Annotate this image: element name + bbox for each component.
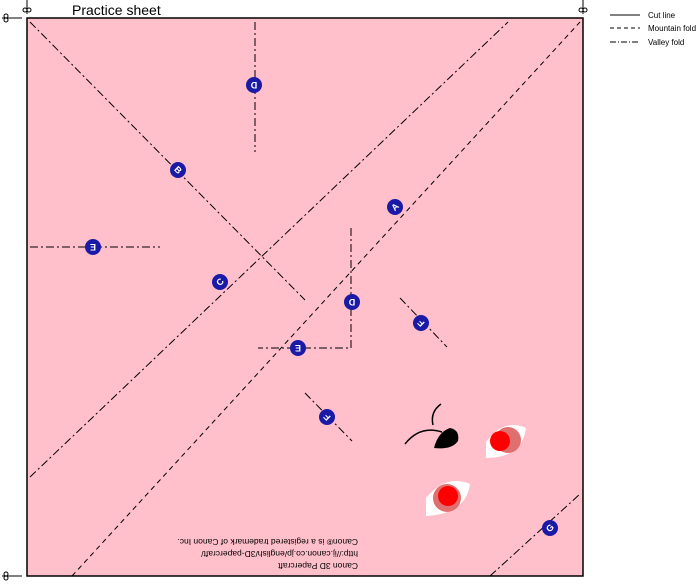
badge-f-upper: F xyxy=(413,315,429,331)
registration-mark-icon xyxy=(22,0,32,14)
credit-line-2: http://ij.canon.co.jp/english/3D-papercr… xyxy=(200,549,358,559)
badge-a: A xyxy=(387,199,403,215)
badge-d-mid: D xyxy=(344,294,360,310)
fold-line-c xyxy=(29,21,509,478)
legend-valley-label: Valley fold xyxy=(648,38,684,47)
legend: Cut line Mountain fold Valley fold xyxy=(610,11,696,47)
svg-text:D: D xyxy=(348,297,355,307)
page-title: Practice sheet xyxy=(72,2,161,18)
credits-block: Canon 3D Papercraft http://ij.canon.co.j… xyxy=(177,537,358,571)
badge-c: C xyxy=(212,274,228,290)
credit-line-1: Canon 3D Papercraft xyxy=(278,561,358,571)
svg-text:E: E xyxy=(295,343,301,353)
badge-e-left: E xyxy=(85,239,101,255)
legend-cut-label: Cut line xyxy=(648,11,676,20)
legend-mountain-label: Mountain fold xyxy=(648,24,696,33)
nose-and-whisker xyxy=(404,403,459,449)
svg-text:E: E xyxy=(90,242,96,252)
badge-b: B xyxy=(170,162,186,178)
fold-line-g xyxy=(489,493,581,577)
badge-e-mid: E xyxy=(290,340,306,356)
paper-sheet xyxy=(26,17,584,577)
svg-text:F: F xyxy=(321,411,332,422)
eye-left xyxy=(426,481,470,516)
badge-f-lower: F xyxy=(319,409,335,425)
badge-d-top: D xyxy=(246,77,262,93)
eye-right xyxy=(486,425,526,458)
svg-text:D: D xyxy=(250,80,257,90)
svg-text:F: F xyxy=(415,317,426,328)
registration-mark-icon xyxy=(578,0,588,14)
credit-line-3: Canon® is a registered trademark of Cano… xyxy=(177,537,358,547)
fold-line-d-e xyxy=(258,228,352,349)
badge-g: G xyxy=(542,520,558,536)
scissors-icon xyxy=(2,13,22,23)
scissors-icon xyxy=(2,571,22,581)
fold-line-b xyxy=(29,21,306,301)
